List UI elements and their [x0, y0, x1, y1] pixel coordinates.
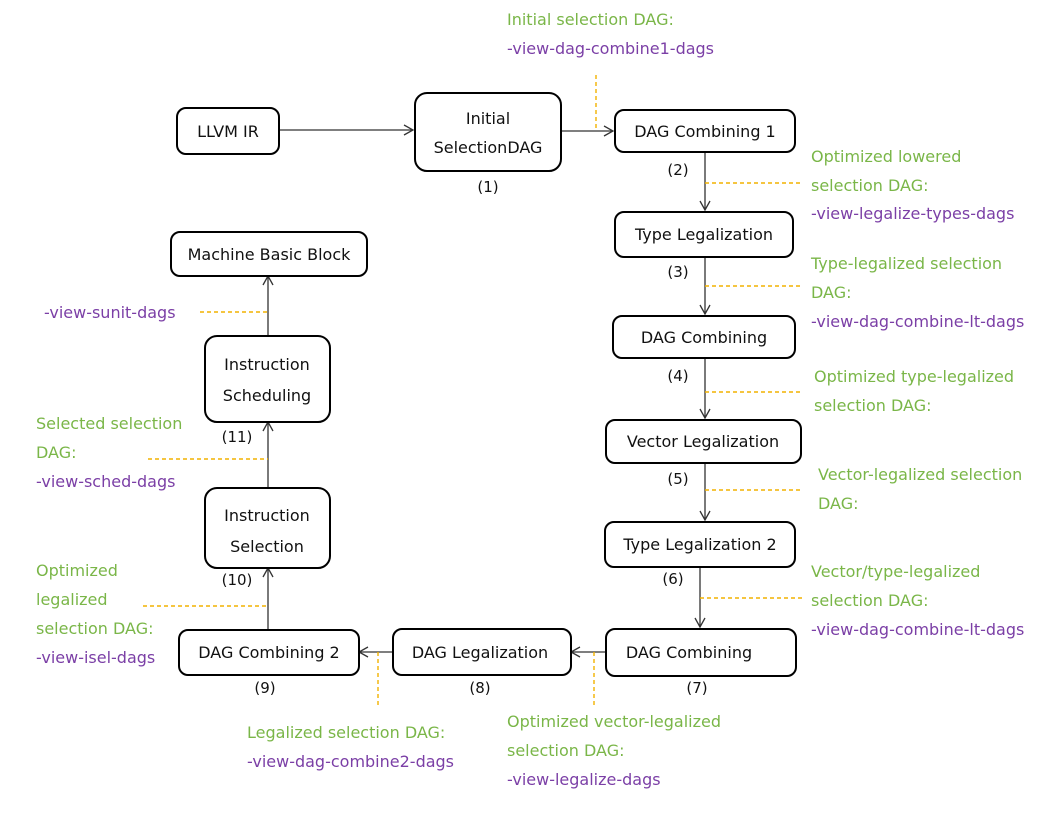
annotation-line: Vector/type-legalized: [811, 562, 980, 581]
annotation-option: -view-isel-dags: [36, 648, 155, 667]
step-number-11: (11): [222, 428, 253, 446]
annotation-line: Selected selection: [36, 414, 182, 433]
node-dag-combining-1: DAG Combining 1: [614, 109, 796, 153]
annotation-optimized-lowered: Optimized lowered selection DAG: -view-l…: [811, 147, 1014, 223]
annotation-optimized-legalized: Optimized legalized selection DAG: -view…: [36, 561, 155, 667]
node-instruction-selection: Instruction Selection: [204, 487, 331, 569]
annotation-line: Optimized lowered: [811, 147, 961, 166]
node-label: DAG Legalization: [412, 643, 548, 662]
node-label-line2: SelectionDAG: [434, 138, 543, 157]
node-dag-combining-a: DAG Combining: [612, 315, 796, 359]
annotation-line: Optimized type-legalized: [814, 367, 1014, 386]
step-number-3: (3): [667, 263, 688, 281]
node-llvm-ir: LLVM IR: [176, 107, 280, 155]
step-number-6: (6): [662, 570, 683, 588]
annotation-line: legalized: [36, 590, 108, 609]
annotation-option: -view-legalize-types-dags: [811, 204, 1014, 223]
node-label-line1: Instruction: [224, 355, 310, 374]
annotation-optimized-type-legalized: Optimized type-legalized selection DAG:: [814, 367, 1014, 415]
step-number-5: (5): [667, 470, 688, 488]
node-label-line1: Initial: [466, 109, 510, 128]
node-label: Machine Basic Block: [188, 245, 352, 264]
annotation-option: -view-dag-combine2-dags: [247, 752, 454, 771]
node-type-legalization: Type Legalization: [614, 211, 794, 258]
annotation-option: -view-dag-combine-lt-dags: [811, 620, 1024, 639]
node-type-legalization-2: Type Legalization 2: [604, 521, 796, 568]
step-number-2: (2): [667, 161, 688, 179]
node-label: DAG Combining: [626, 643, 752, 662]
node-initial-selectiondag: Initial SelectionDAG: [414, 92, 562, 172]
node-dag-legalization: DAG Legalization: [392, 628, 572, 676]
node-label: DAG Combining: [641, 328, 767, 347]
annotation-selected: Selected selection DAG: -view-sched-dags: [36, 414, 182, 491]
step-number-1: (1): [477, 178, 498, 196]
node-dag-combining-2: DAG Combining 2: [178, 629, 360, 676]
node-label-line2: Selection: [230, 537, 304, 556]
step-number-10: (10): [222, 571, 253, 589]
edges: [262, 124, 711, 658]
step-number-8: (8): [469, 679, 490, 697]
annotation-line: Initial selection DAG:: [507, 10, 674, 29]
step-number-7: (7): [686, 679, 707, 697]
annotation-line: selection DAG:: [814, 396, 932, 415]
node-label: DAG Combining 1: [634, 122, 775, 141]
node-label-line2: Scheduling: [223, 386, 311, 405]
dashed-taps: [143, 75, 803, 708]
annotation-option: -view-dag-combine-lt-dags: [811, 312, 1024, 331]
annotation-option: -view-sched-dags: [36, 472, 175, 491]
annotation-option: -view-legalize-dags: [507, 770, 661, 789]
node-label: Vector Legalization: [627, 432, 779, 451]
annotation-option: -view-sunit-dags: [44, 303, 176, 322]
annotation-initial: Initial selection DAG: -view-dag-combine…: [507, 10, 714, 58]
annotation-line: Legalized selection DAG:: [247, 723, 445, 742]
annotation-line: DAG:: [818, 494, 859, 513]
annotation-type-legalized: Type-legalized selection DAG: -view-dag-…: [810, 254, 1024, 331]
node-label: LLVM IR: [197, 122, 259, 141]
annotation-line: Vector-legalized selection: [818, 465, 1022, 484]
annotation-vector-legalized: Vector-legalized selection DAG:: [818, 465, 1022, 513]
annotation-line: selection DAG:: [36, 619, 154, 638]
annotation-vector-type-legalized: Vector/type-legalized selection DAG: -vi…: [811, 562, 1024, 639]
annotation-line: DAG:: [811, 283, 852, 302]
annotation-sunit: -view-sunit-dags: [44, 303, 176, 322]
annotation-line: selection DAG:: [811, 176, 929, 195]
node-vector-legalization: Vector Legalization: [605, 419, 802, 464]
step-number-9: (9): [254, 679, 275, 697]
annotation-line: Optimized: [36, 561, 118, 580]
node-label: Type Legalization: [634, 225, 773, 244]
node-dag-combining-b: DAG Combining: [605, 628, 797, 677]
node-label-line1: Instruction: [224, 506, 310, 525]
annotation-line: Type-legalized selection: [810, 254, 1002, 273]
node-machine-basic-block: Machine Basic Block: [170, 231, 368, 277]
step-numbers: (1) (2) (3) (4) (5) (6) (7) (8) (9) (10)…: [222, 161, 708, 697]
annotation-line: selection DAG:: [811, 591, 929, 610]
annotation-optimized-vector-legalized: Optimized vector-legalized selection DAG…: [507, 712, 721, 789]
step-number-4: (4): [667, 367, 688, 385]
annotation-line: Optimized vector-legalized: [507, 712, 721, 731]
node-instruction-scheduling: Instruction Scheduling: [204, 335, 331, 423]
annotation-option: -view-dag-combine1-dags: [507, 39, 714, 58]
annotation-line: DAG:: [36, 443, 77, 462]
node-label: DAG Combining 2: [198, 643, 339, 662]
annotation-line: selection DAG:: [507, 741, 625, 760]
node-label: Type Legalization 2: [622, 535, 776, 554]
annotation-legalized: Legalized selection DAG: -view-dag-combi…: [247, 723, 454, 771]
